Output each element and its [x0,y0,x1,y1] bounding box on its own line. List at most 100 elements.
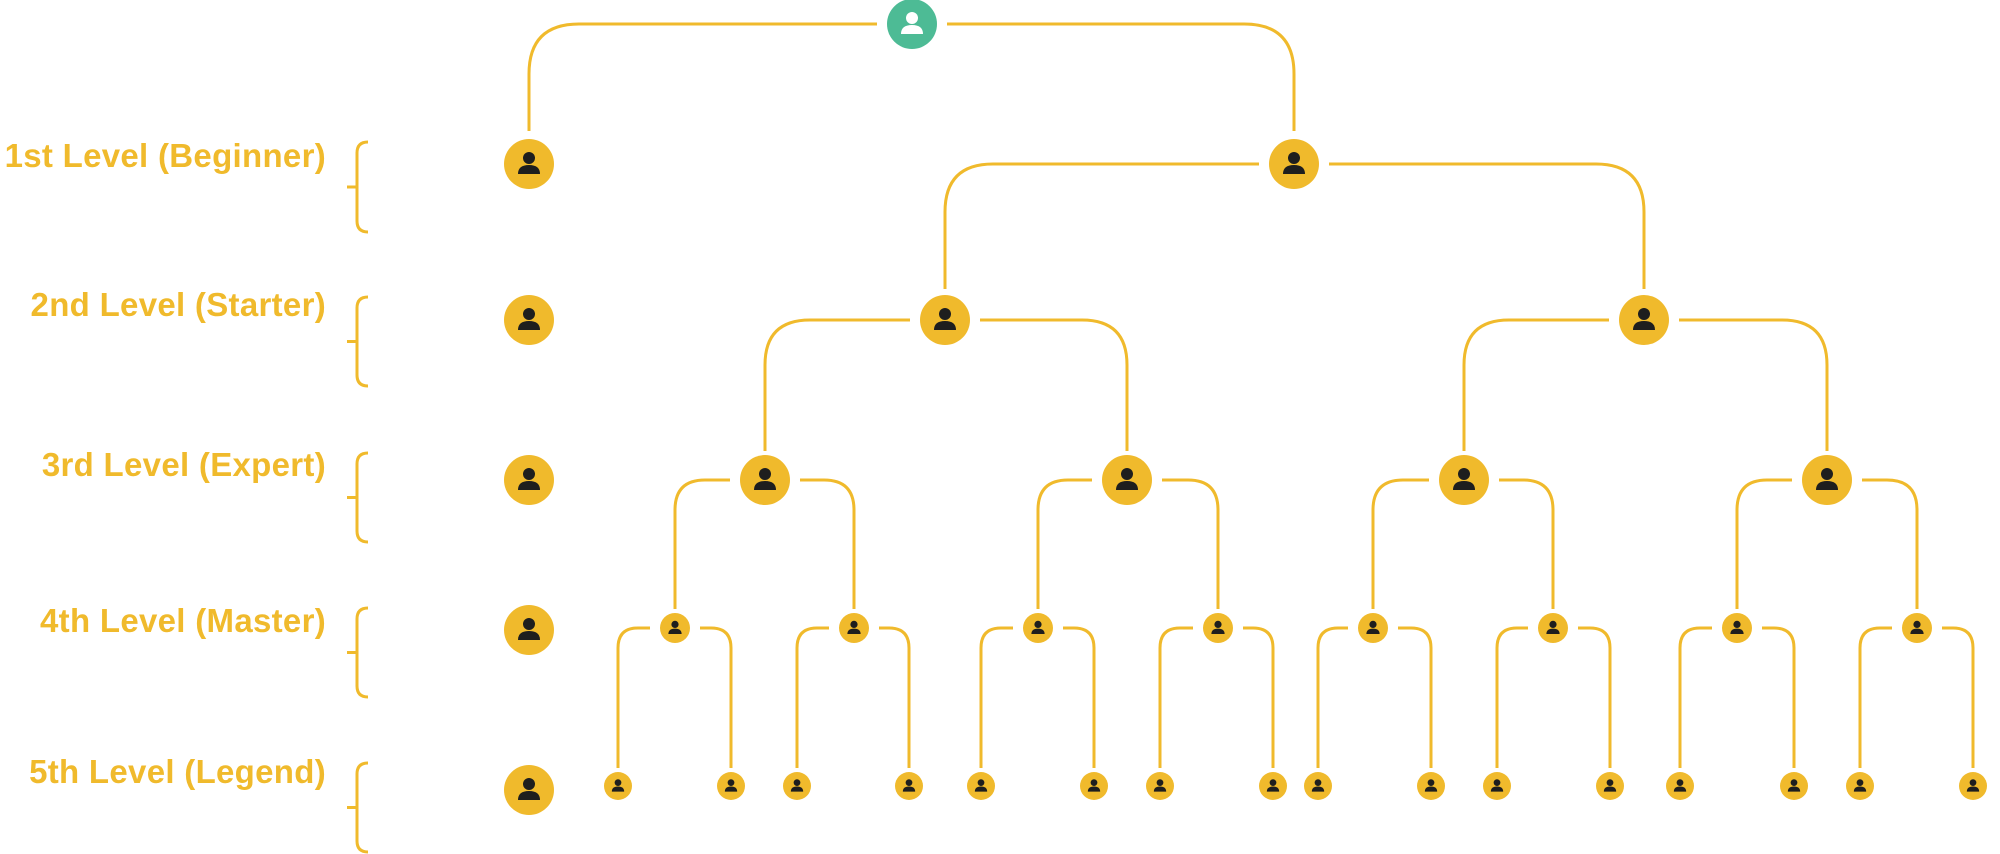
tree-node-level-5 [717,772,745,800]
connector-level-1 [943,162,1646,289]
person-icon [518,308,540,330]
tree-node-level-2 [920,295,970,345]
level-marker-node-4 [504,605,554,655]
person-icon [1787,779,1801,792]
tree-node-level-5 [1596,772,1624,800]
connector-level-4 [795,626,911,768]
person-icon [1853,779,1867,792]
connector-level-4 [1158,626,1275,768]
person-icon [1283,152,1305,174]
person-icon [1910,620,1924,634]
tree-node-level-5 [1080,772,1108,800]
person-icon [1966,779,1980,792]
person-icon [1311,779,1325,792]
tree-node-level-5 [1259,772,1287,800]
level-label-4: 4th Level (Master) [40,602,326,639]
level-bracket-3 [347,451,369,544]
person-icon [1211,620,1225,634]
person-icon [1673,779,1687,792]
level-brackets [347,140,369,854]
tree-node-level-4 [1722,613,1752,643]
person-icon [518,618,540,640]
person-icon [1816,468,1838,490]
person-icon [847,620,861,634]
connector-level-3 [1036,478,1220,609]
person-icon [901,12,923,34]
connector-level-3 [1735,478,1919,609]
level-marker-node-5 [504,765,554,815]
tree-node-level-4 [1538,613,1568,643]
person-icon [1633,308,1655,330]
level-marker-node-1 [504,139,554,189]
connector-level-4 [979,626,1096,768]
connector-level-4 [616,626,733,768]
person-icon [1031,620,1045,634]
connector-level-3 [673,478,856,609]
tree-node-level-3 [740,455,790,505]
tree-node-level-5 [1846,772,1874,800]
connector-level-4 [1495,626,1612,768]
tree-node-level-5 [1304,772,1332,800]
person-icon [790,779,804,792]
person-icon [1453,468,1475,490]
tree-node-level-1 [1269,139,1319,189]
person-icon [668,620,682,634]
level-label-3: 3rd Level (Expert) [41,446,326,483]
tree-node-level-4 [660,613,690,643]
level-bracket-5 [347,761,369,854]
tree-node-level-4 [1902,613,1932,643]
connector-lines [527,22,1975,768]
person-icon [1366,620,1380,634]
tree-node-level-3 [1439,455,1489,505]
person-icon [1116,468,1138,490]
level-bracket-2 [347,295,369,388]
tree-node-level-5 [1780,772,1808,800]
tree-node-level-4 [1023,613,1053,643]
connector-level-3 [1371,478,1555,609]
person-icon [518,778,540,800]
person-icon [518,468,540,490]
person-icon [1266,779,1280,792]
level-bracket-1 [347,140,369,234]
tree-node-level-2 [1619,295,1669,345]
tree-nodes [504,0,1987,815]
tree-node-level-4 [839,613,869,643]
level-label-5: 5th Level (Legend) [29,753,326,790]
person-icon [1603,779,1617,792]
person-icon [754,468,776,490]
tree-node-level-5 [1417,772,1445,800]
level-label-2: 2nd Level (Starter) [30,286,326,323]
connector-level-2 [1462,318,1829,451]
connector-level-4 [1678,626,1796,768]
level-marker-node-2 [504,295,554,345]
tree-node-level-5 [1666,772,1694,800]
person-icon [902,779,916,792]
tree-node-level-3 [1102,455,1152,505]
level-marker-node-3 [504,455,554,505]
connector-level-2 [763,318,1129,451]
tree-node-level-3 [1802,455,1852,505]
person-icon [1153,779,1167,792]
tree-node-level-4 [1358,613,1388,643]
tree-node-level-5 [967,772,995,800]
connector-level-4 [1316,626,1433,768]
person-icon [611,779,625,792]
person-icon [1424,779,1438,792]
tree-node-level-4 [1203,613,1233,643]
tree-node-level-5 [1483,772,1511,800]
connector-root [527,22,1296,131]
person-icon [1490,779,1504,792]
tree-node-level-5 [895,772,923,800]
person-icon [1546,620,1560,634]
tree-node-level-5 [604,772,632,800]
tree-node-level-5 [1146,772,1174,800]
person-icon [934,308,956,330]
person-icon [724,779,738,792]
connector-level-4 [1858,626,1975,768]
person-icon [518,152,540,174]
person-icon [974,779,988,792]
level-bracket-4 [347,606,369,699]
person-icon [1087,779,1101,792]
level-label-1: 1st Level (Beginner) [4,137,326,174]
